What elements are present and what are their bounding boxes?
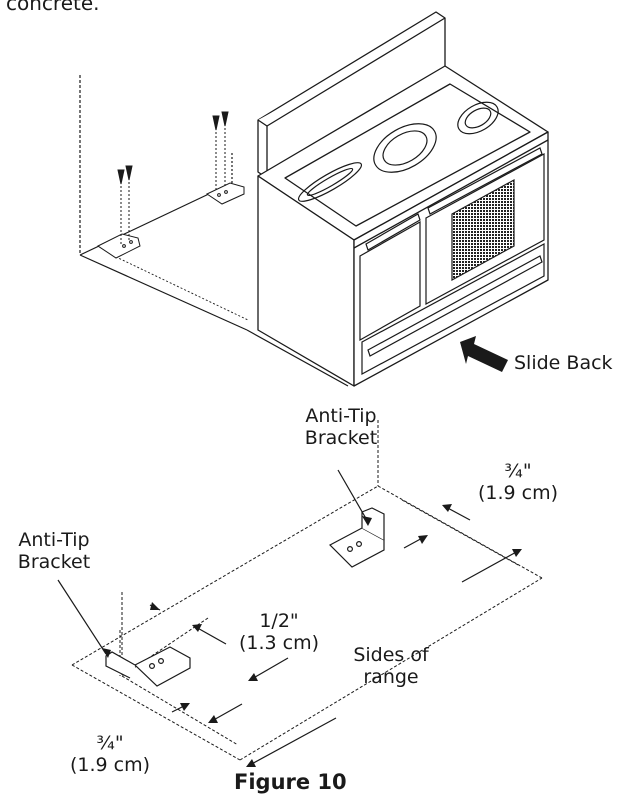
figure-caption: Figure 10 [234,770,347,794]
dimension-half-inch-label: 1/2" (1.3 cm) [238,610,320,654]
anti-tip-bracket-upper [329,507,385,568]
slide-back-arrow [460,336,508,372]
sides-of-range-label: Sides of range [353,644,429,688]
arrowheads [102,504,522,767]
bracket-left-top [97,165,141,259]
anti-tip-bracket-left-label: Anti-Tip Bracket [17,529,91,573]
anti-tip-bracket-upper-label: Anti-Tip Bracket [304,405,378,449]
bracket-right-top [205,111,245,205]
header-text: concrete. [6,0,100,15]
dimension-right-label: ¾" (1.9 cm) [477,460,559,504]
anti-tip-bracket-lower [105,646,191,687]
dimension-bottom-label: ¾" (1.9 cm) [69,732,151,776]
leaders-and-dimensions [57,469,521,767]
slide-back-label: Slide Back [514,352,613,374]
oven-doors [359,147,545,376]
burners [297,101,499,202]
